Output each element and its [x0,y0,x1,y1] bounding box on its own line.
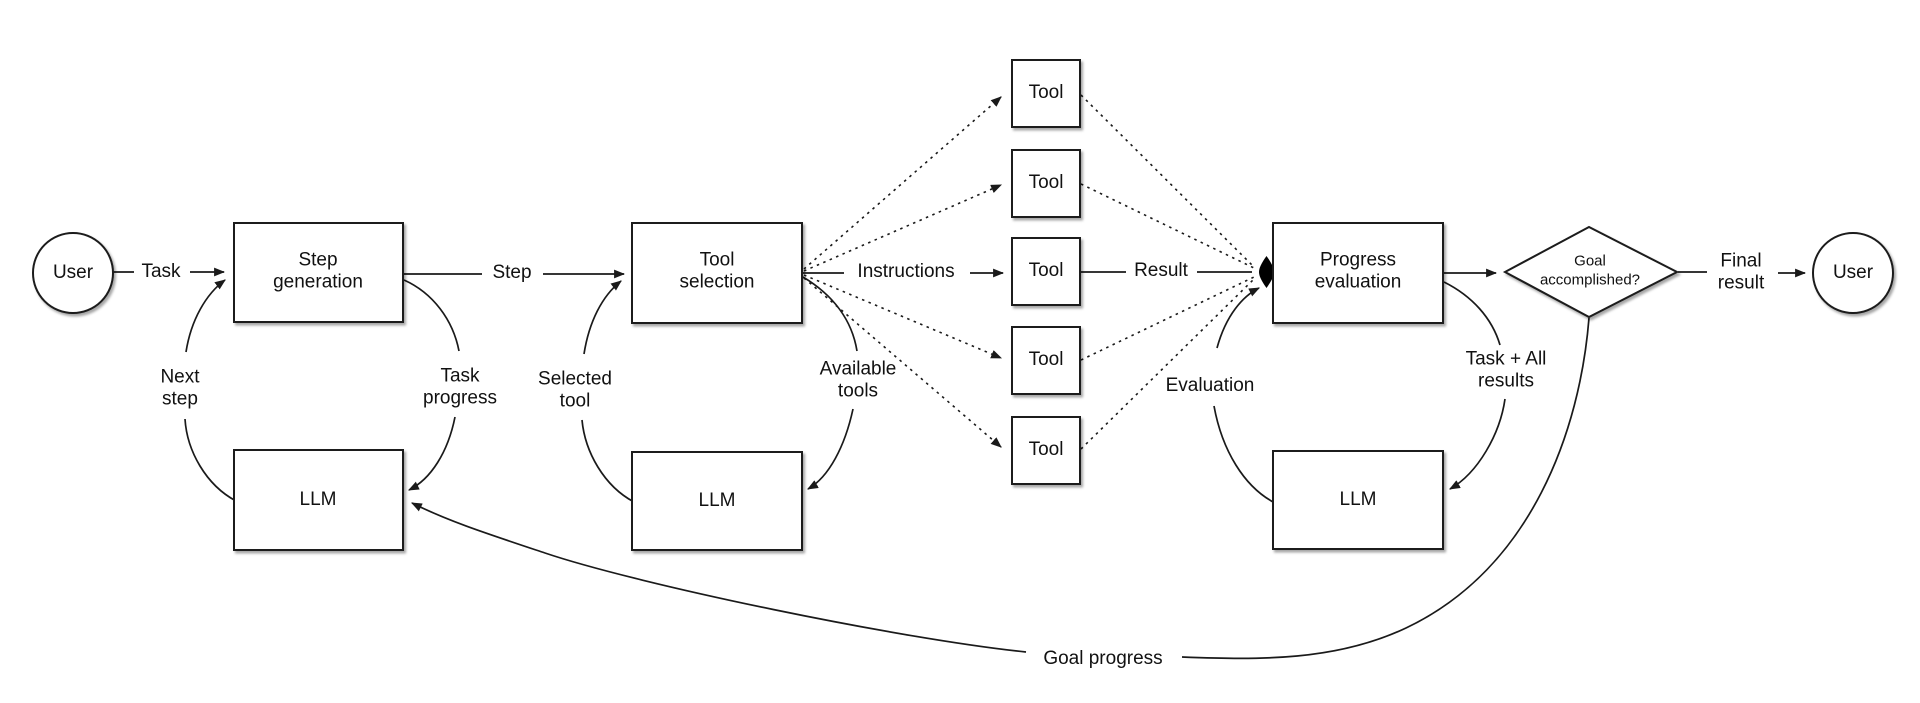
edge-dotted-tool1-to-merge [1080,94,1254,267]
edge-dotted-to-tool5 [803,277,1002,448]
edge-label-instructions: Instructions [857,260,955,282]
node-user-output-label: User [1832,261,1874,283]
edge-dotted-to-tool4 [803,274,1003,359]
edge-label-task-progress: Task progress [423,365,497,409]
node-user-output-shape [1812,232,1894,314]
node-tool-2-label: Tool [1028,171,1064,193]
node-tool-5-shape [1011,416,1081,485]
edge-dotted-to-tool2 [803,184,1003,272]
edge-taskallresults-upper [1443,281,1501,346]
node-user-input-shape [32,232,114,314]
node-goal-accomplished-shape [1502,225,1680,319]
node-user-input-label: User [52,261,94,283]
node-tool-selection-label: Tool selection [679,249,755,293]
edge-taskprogress-upper [403,279,460,352]
node-tool-3-label: Tool [1028,259,1064,281]
node-progress-evaluation-shape [1272,222,1444,324]
diagram-nodes [32,59,1894,551]
edge-availabletools-arrow [807,408,854,490]
node-tool-selection-shape [631,222,803,324]
edge-taskprogress-arrow [408,416,456,491]
edge-evaluation-arrow [1216,287,1260,349]
node-tool-5-label: Tool [1028,438,1064,460]
node-tool-3-shape [1011,237,1081,306]
edge-label-task-plus-all-results: Task + All results [1465,348,1547,392]
node-tool-1-label: Tool [1028,81,1064,103]
node-step-generation-label: Step generation [273,249,363,293]
edge-selectedtool-lower [581,419,635,503]
llm-loop-connectors [184,276,1590,660]
edge-label-result: Result [1134,259,1188,281]
dotted-tool-fan [803,94,1255,450]
edge-label-step: Step [492,261,532,283]
edge-label-available-tools: Available tools [819,358,897,402]
node-step-generation-shape [233,222,404,323]
node-llm-eval-shape [1272,450,1444,550]
edge-label-final-result: Final result [1717,250,1765,294]
node-tool-2-shape [1011,149,1081,218]
edge-dotted-tool2-to-merge [1080,183,1255,269]
node-goal-accomplished-label: Goal accomplished? [1539,252,1641,288]
node-tool-1-shape [1011,59,1081,128]
edge-selectedtool-arrow [583,280,622,355]
merge-point-marker [1259,256,1274,288]
node-tool-4-shape [1011,326,1081,395]
node-progress-evaluation-label: Progress evaluation [1314,249,1402,293]
edge-label-next-step: Next step [160,366,200,410]
edge-dotted-to-tool1 [803,96,1002,270]
edge-nextstep-arrow [185,279,226,353]
node-llm-step-label: LLM [299,488,337,510]
node-tool-4-label: Tool [1028,348,1064,370]
node-llm-eval-label: LLM [1339,488,1377,510]
node-llm-tool-label: LLM [698,489,736,511]
edge-goalprogress-arrow [411,502,1027,653]
edge-label-selected-tool: Selected tool [538,368,612,412]
solid-connectors [113,267,1807,279]
edge-availabletools-upper [802,276,858,352]
edge-label-task: Task [141,260,181,282]
node-llm-tool-shape [631,451,803,551]
edge-dotted-tool5-to-merge [1080,279,1254,450]
edge-taskallresults-arrow [1449,398,1506,490]
edge-evaluation-lower [1213,405,1276,504]
edge-nextstep-lower [184,418,237,502]
edge-goalprogress-right [1181,317,1590,660]
edge-label-evaluation: Evaluation [1165,374,1255,396]
edge-label-goal-progress: Goal progress [1043,647,1163,669]
node-llm-step-shape [233,449,404,551]
